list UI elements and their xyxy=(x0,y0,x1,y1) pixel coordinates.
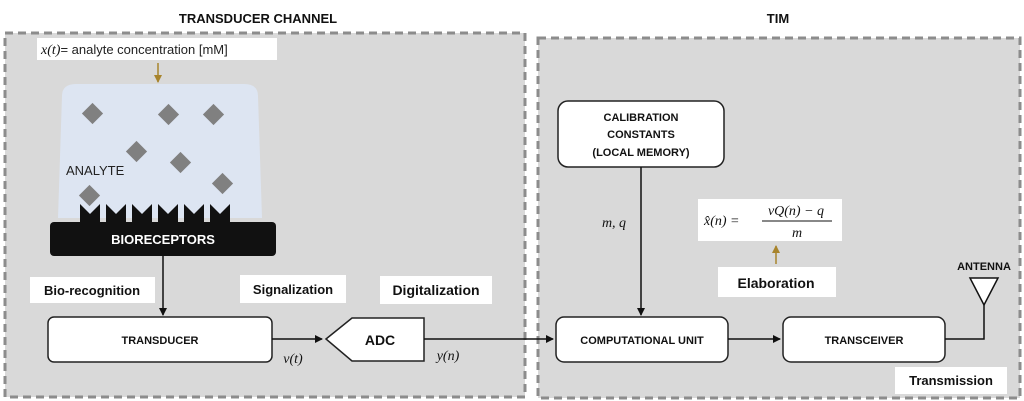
input-label: x(t)= analyte concentration [mM] xyxy=(40,42,228,58)
input-description: = analyte concentration [mM] xyxy=(60,42,227,57)
stage-elaboration: Elaboration xyxy=(737,275,814,291)
stage-digitalization: Digitalization xyxy=(392,282,479,298)
antenna-connector xyxy=(945,305,985,340)
signalization-box xyxy=(240,275,346,303)
computational-unit-label: COMPUTATIONAL UNIT xyxy=(580,335,704,347)
analyte-particle xyxy=(202,103,225,126)
signal-v-t: v(t) xyxy=(283,352,303,367)
bio-recognition-box xyxy=(30,277,155,303)
bioreceptor-teeth xyxy=(80,204,230,222)
analyte-particle xyxy=(125,140,148,163)
stage-signalization: Signalization xyxy=(253,282,333,297)
analyte-particle xyxy=(169,151,192,174)
header-transducer-channel: TRANSDUCER CHANNEL xyxy=(179,11,337,26)
input-signal: x(t) xyxy=(40,43,61,58)
calibration-line-3: (LOCAL MEMORY) xyxy=(592,147,689,159)
transmission-box xyxy=(895,367,1007,394)
antenna-icon xyxy=(968,277,1000,307)
signal-m-q: m, q xyxy=(602,216,626,231)
formula-box xyxy=(698,199,842,241)
analyte-particle xyxy=(78,184,101,207)
elaboration-box xyxy=(718,267,836,297)
analyte-particle xyxy=(211,172,234,195)
digitalization-box xyxy=(380,276,492,304)
formula-denominator: m xyxy=(792,226,802,241)
transceiver-label: TRANSCEIVER xyxy=(825,335,904,347)
transducer-label: TRANSDUCER xyxy=(122,335,199,347)
antenna-label: ANTENNA xyxy=(957,261,1011,273)
calibration-line-2: CONSTANTS xyxy=(607,129,675,141)
header-tim: TIM xyxy=(767,11,789,26)
analyte-particles xyxy=(78,102,234,207)
calibration-line-1: CALIBRATION xyxy=(604,112,679,124)
stage-transmission: Transmission xyxy=(909,373,993,388)
input-label-box xyxy=(37,38,277,60)
analyte-particle xyxy=(81,102,104,125)
formula-numerator: vQ(n) − q xyxy=(768,204,824,219)
stage-bio-recognition: Bio-recognition xyxy=(44,283,140,298)
formula-lhs: x̂(n) = xyxy=(703,214,740,229)
signal-y-n: y(n) xyxy=(435,349,460,364)
bioreceptors-bar xyxy=(50,222,276,256)
analyte-particle xyxy=(157,103,180,126)
adc-label: ADC xyxy=(365,332,395,348)
bioreceptors-label: BIORECEPTORS xyxy=(111,232,215,247)
analyte-label: ANALYTE xyxy=(66,163,125,178)
